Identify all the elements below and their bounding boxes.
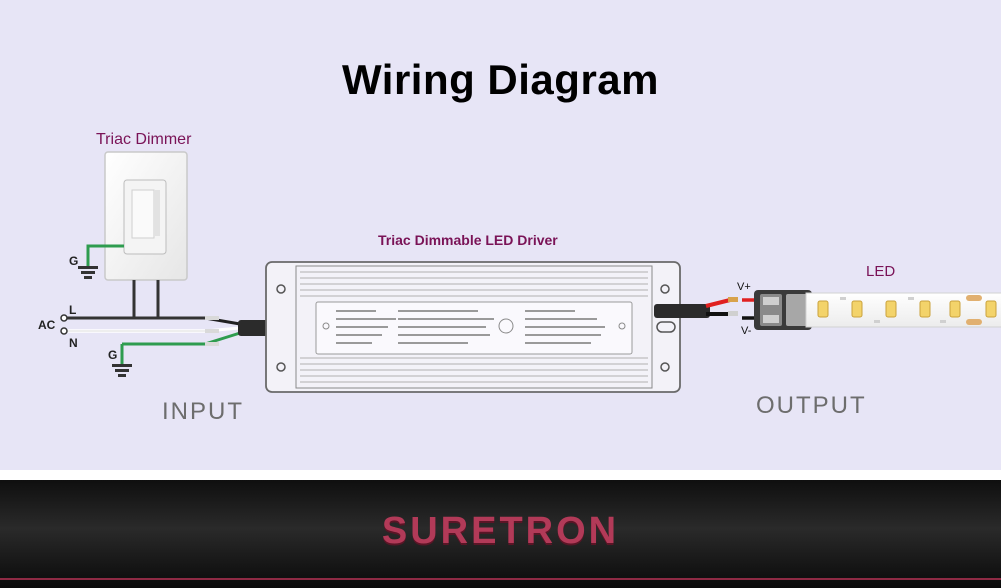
- led-chip: [817, 300, 829, 318]
- led-strip: [805, 292, 1001, 328]
- mount-hole: [276, 284, 286, 294]
- mount-hole: [660, 284, 670, 294]
- ac-input-wires: [60, 314, 205, 377]
- terminal-ac-label: AC: [38, 318, 56, 332]
- dimmer-label: Triac Dimmer: [96, 131, 192, 148]
- dimmer-slider: [155, 190, 160, 236]
- listed-mark: [498, 318, 514, 334]
- mount-hole: [660, 362, 670, 372]
- terminal-line-label: L: [69, 303, 77, 317]
- footer-accent-line: [0, 578, 1001, 580]
- page-title: Wiring Diagram: [342, 56, 659, 103]
- brand-logo: SURETRON: [381, 510, 620, 552]
- wiring-diagram: [60, 151, 1001, 393]
- driver-label: Triac Dimmable LED Driver: [378, 232, 558, 248]
- terminal-ground2-label: G: [108, 348, 118, 362]
- terminal-ground-label: G: [69, 254, 79, 268]
- strip-resistors: [840, 297, 946, 323]
- dimmer-rocker: [131, 189, 155, 239]
- led-label: LED: [866, 263, 896, 280]
- led-chip: [885, 300, 897, 318]
- terminal-neutral-label: N: [69, 336, 78, 350]
- dimmer-leads: [132, 280, 205, 320]
- mount-hole: [276, 362, 286, 372]
- led-chip: [851, 300, 863, 318]
- output-label: OUTPUT: [756, 392, 867, 419]
- strip-connector: [754, 290, 812, 330]
- led-chip: [949, 300, 961, 318]
- led-chip: [985, 300, 997, 318]
- brand-footer: SURETRON: [0, 480, 1001, 588]
- output-positive-label: V+: [737, 281, 751, 293]
- diagram-panel: Wiring Diagram Triac Dimmer Triac Dimmab…: [0, 0, 1001, 470]
- mount-slot: [656, 321, 676, 333]
- triac-dimmer: [104, 151, 188, 281]
- driver-fins: [300, 271, 648, 383]
- dimmer-ground-wire: [78, 244, 124, 279]
- driver-spec-print: [336, 310, 605, 344]
- driver-body: [295, 265, 653, 389]
- led-driver: [265, 261, 681, 393]
- output-negative-label: V-: [741, 325, 752, 337]
- led-chip: [919, 300, 931, 318]
- input-label: INPUT: [162, 398, 244, 425]
- solder-pads: [966, 295, 982, 325]
